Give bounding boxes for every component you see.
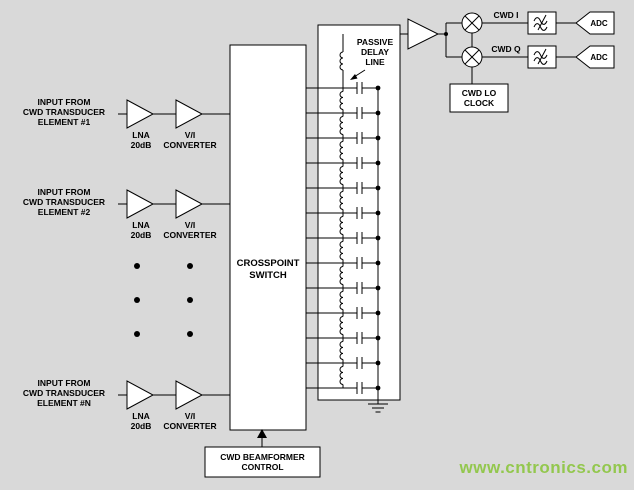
label-line: INPUT FROM — [37, 97, 91, 107]
label-line: LNA — [132, 130, 150, 140]
label-line: 20dB — [130, 421, 152, 431]
delay-line-ladder — [306, 34, 381, 394]
input-label-2: INPUT FROM CWD TRANSDUCER ELEMENT #2 — [8, 187, 120, 217]
lna-amplifier-icon-1 — [126, 99, 155, 129]
vi-converter-icon-n — [175, 380, 204, 410]
label-line: CONVERTER — [163, 230, 217, 240]
label-line: V/I — [184, 130, 196, 140]
label-line: LNA — [132, 411, 150, 421]
beamformer-control-label: CWD BEAMFORMER CONTROL — [205, 452, 320, 472]
label-line: CONTROL — [241, 462, 284, 472]
lo-clock-box — [449, 83, 509, 113]
label-line: LINE — [365, 57, 385, 67]
vi-label-2: V/I CONVERTER — [162, 220, 218, 240]
lna-amplifier-icon-2 — [126, 189, 155, 219]
vi-label-1: V/I CONVERTER — [162, 130, 218, 150]
vi-converter-icon-2 — [175, 189, 204, 219]
watermark-text: www.cntronics.com — [459, 458, 628, 477]
lowpass-filter-i-icon — [527, 11, 557, 35]
control-arrow — [257, 429, 267, 447]
label-line: ELEMENT #1 — [37, 117, 91, 127]
crosspoint-switch-label: CROSSPOINT SWITCH — [230, 258, 306, 282]
label-line: INPUT FROM — [37, 378, 91, 388]
label-line: CONVERTER — [163, 421, 217, 431]
label-line: CWD TRANSDUCER — [22, 197, 106, 207]
lowpass-filter-q-icon — [527, 45, 557, 69]
crosspoint-switch-box — [229, 44, 307, 431]
label-line: CONVERTER — [163, 140, 217, 150]
label-line: CWD BEAMFORMER — [220, 452, 305, 462]
label-line: 20dB — [130, 140, 152, 150]
label-line: PASSIVE — [356, 37, 394, 47]
label-line: ELEMENT #2 — [37, 207, 91, 217]
cwd-i-label: CWD I — [493, 10, 519, 20]
input-label-n: INPUT FROM CWD TRANSDUCER ELEMENT #N — [8, 378, 120, 408]
cwd-q-label: CWD Q — [491, 44, 521, 54]
label-line: CWD TRANSDUCER — [22, 388, 106, 398]
lna-label-2: LNA 20dB — [119, 220, 163, 240]
lna-amplifier-icon-n — [126, 380, 155, 410]
label-line: CLOCK — [463, 98, 495, 108]
label-line: CWD LO — [461, 88, 497, 98]
label-line: V/I — [184, 411, 196, 421]
adc-q-label: ADC — [590, 53, 608, 62]
vi-label-n: V/I CONVERTER — [162, 411, 218, 431]
label-line: CROSSPOINT — [236, 258, 300, 269]
summing-amplifier-icon — [407, 18, 440, 50]
vi-converter-icon-1 — [175, 99, 204, 129]
lna-label-n: LNA 20dB — [119, 411, 163, 431]
input-label-1: INPUT FROM CWD TRANSDUCER ELEMENT #1 — [8, 97, 120, 127]
label-line: LNA — [132, 220, 150, 230]
adc-i-label: ADC — [590, 19, 608, 28]
passive-delay-line-label: PASSIVE DELAY LINE — [347, 37, 403, 67]
lo-clock-label: CWD LO CLOCK — [450, 88, 508, 108]
adc-q-shape — [575, 45, 615, 69]
mixer-x-marks — [464, 15, 480, 65]
label-line: V/I — [184, 220, 196, 230]
label-line: SWITCH — [249, 270, 287, 281]
label-line: ELEMENT #N — [37, 398, 91, 408]
adc-i-shape — [575, 11, 615, 35]
label-line: INPUT FROM — [37, 187, 91, 197]
ground-icon — [368, 403, 388, 413]
delay-line-label-arrow — [350, 69, 366, 80]
lna-label-1: LNA 20dB — [119, 130, 163, 150]
label-line: DELAY — [360, 47, 390, 57]
junction-dot — [444, 32, 448, 36]
ellipsis-dots — [134, 263, 193, 337]
label-line: 20dB — [130, 230, 152, 240]
label-line: CWD TRANSDUCER — [22, 107, 106, 117]
beamformer-control-box — [204, 446, 321, 478]
